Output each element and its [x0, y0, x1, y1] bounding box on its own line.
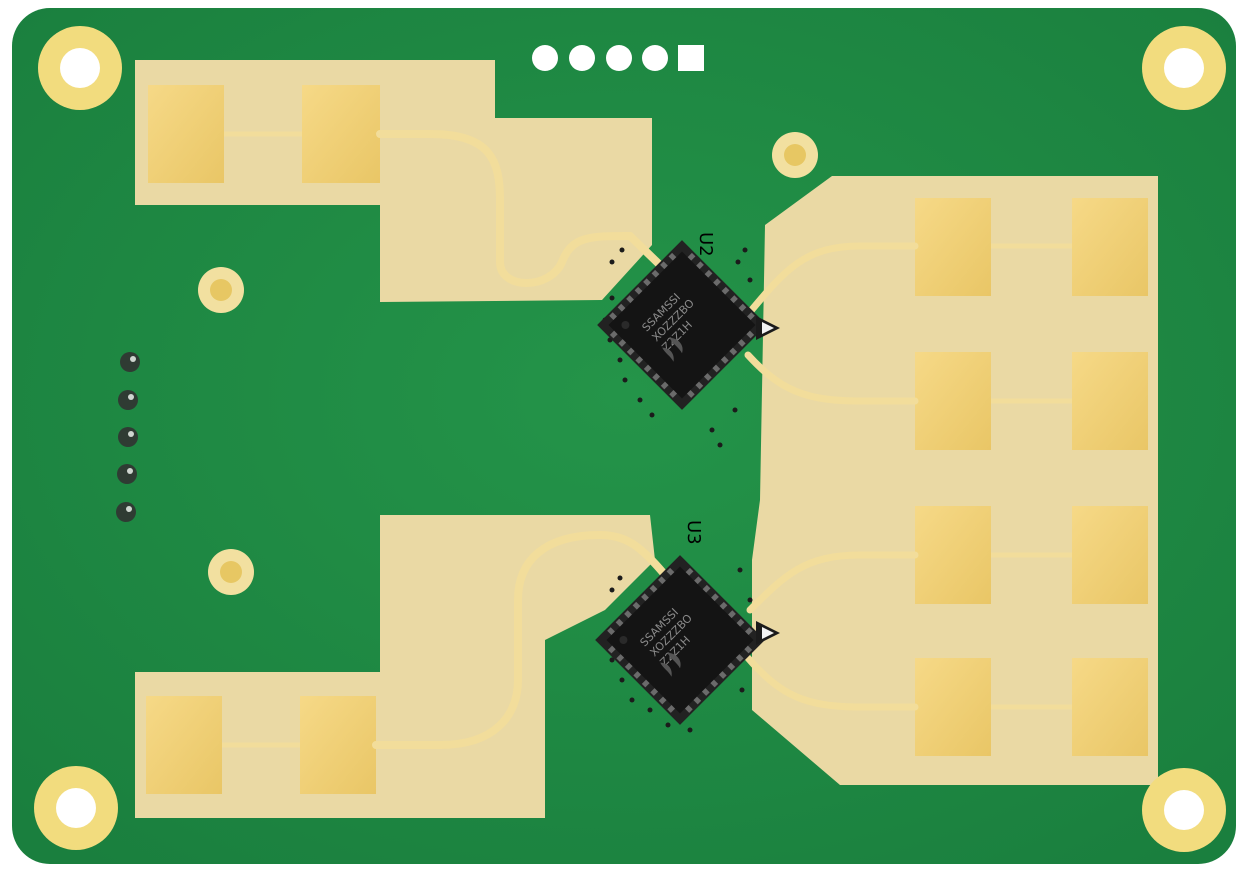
chip-u2-body [608, 251, 756, 399]
copper-fill-right [752, 176, 1158, 785]
antenna-array-bottom-left [146, 530, 669, 794]
chip-logo-icon [662, 337, 683, 362]
chip-u3-designator: U3 [683, 520, 704, 545]
triangle-marker-icon [756, 316, 780, 340]
antenna-array-right [744, 198, 1148, 756]
pin-header-holes [532, 45, 704, 71]
mounting-holes [34, 26, 1226, 852]
chip-u2: SSAMSSI XOZZZBO Z2Z1H U2 [597, 232, 780, 448]
chip-u3: SSAMSSI XOZZZBO Z2Z1H U3 [595, 520, 780, 733]
chip-u2-designator: U2 [695, 232, 716, 257]
chip-logo-icon [660, 652, 681, 677]
triangle-marker-icon [756, 621, 780, 645]
copper-fill-bottom-left [135, 515, 655, 818]
antenna-array-top-left [148, 85, 664, 287]
test-pads [198, 132, 818, 595]
side-contact-pads [116, 352, 140, 522]
copper-fill-top-left [135, 60, 652, 302]
chip-u3-body [606, 566, 754, 714]
